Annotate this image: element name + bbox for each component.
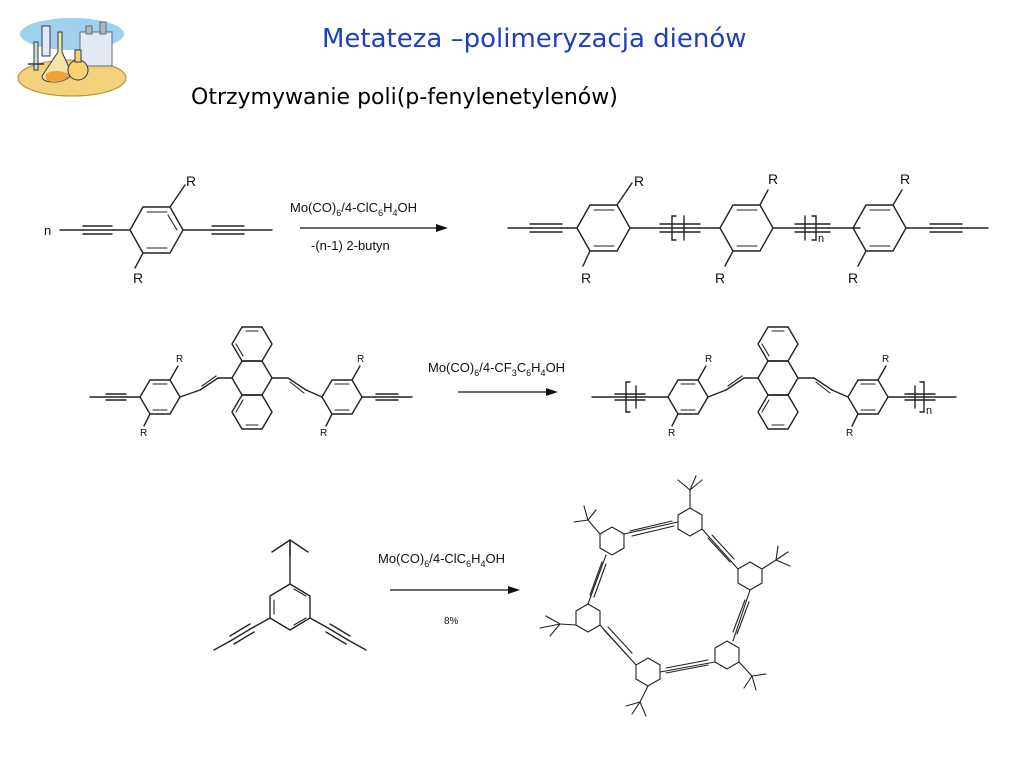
substituent-label: R bbox=[715, 270, 725, 286]
repeat-index: n bbox=[818, 233, 824, 245]
substituent-label: R bbox=[900, 171, 910, 187]
monomer-2: R R R R bbox=[89, 326, 413, 439]
substituent-label: R bbox=[768, 171, 778, 187]
substituent-label: R bbox=[846, 428, 853, 439]
substituent-label: R bbox=[705, 354, 712, 365]
polymer-2: R R R R bbox=[591, 326, 957, 439]
macrocycle-product bbox=[539, 475, 791, 717]
substituent-label: R bbox=[140, 428, 147, 439]
substituent-label: R bbox=[882, 354, 889, 365]
byproduct-text: -(n-1) 2-butyn bbox=[311, 238, 390, 253]
chemistry-lab-icon bbox=[17, 18, 127, 97]
substituent-label: R bbox=[176, 354, 183, 365]
substituent-label: R bbox=[668, 428, 675, 439]
monomer-3 bbox=[213, 539, 367, 651]
monomer-coefficient: n bbox=[44, 223, 51, 238]
polymer-1: R R R R n R R bbox=[507, 171, 989, 286]
reagent-text: Mo(CO)6/4-CF3C6H4OH bbox=[428, 360, 565, 378]
substituent-label: R bbox=[320, 428, 327, 439]
substituent-label: R bbox=[581, 270, 591, 286]
reaction-1: n R R Mo(CO)6/4-ClC6H4OH -(n-1) 2-butyn bbox=[44, 171, 989, 286]
substituent-label: R bbox=[133, 270, 143, 286]
slide-subtitle: Otrzymywanie poli(p-fenylenetylenów) bbox=[191, 85, 618, 110]
reagent-text: Mo(CO)6/4-ClC6H4OH bbox=[290, 200, 417, 218]
substituent-label: R bbox=[848, 270, 858, 286]
reaction-2: R R R R bbox=[89, 326, 957, 439]
substituent-label: R bbox=[357, 354, 364, 365]
yield-text: 8% bbox=[444, 616, 459, 627]
monomer-1: R R bbox=[59, 173, 273, 286]
substituent-label: R bbox=[186, 173, 196, 189]
substituent-label: R bbox=[634, 173, 644, 189]
slide-title: Metateza –polimeryzacja dienów bbox=[322, 24, 747, 54]
reagent-text: Mo(CO)6/4-ClC6H4OH bbox=[378, 551, 505, 569]
reaction-3: Mo(CO)6/4-ClC6H4OH 8% bbox=[213, 475, 791, 717]
repeat-index: n bbox=[926, 405, 932, 417]
